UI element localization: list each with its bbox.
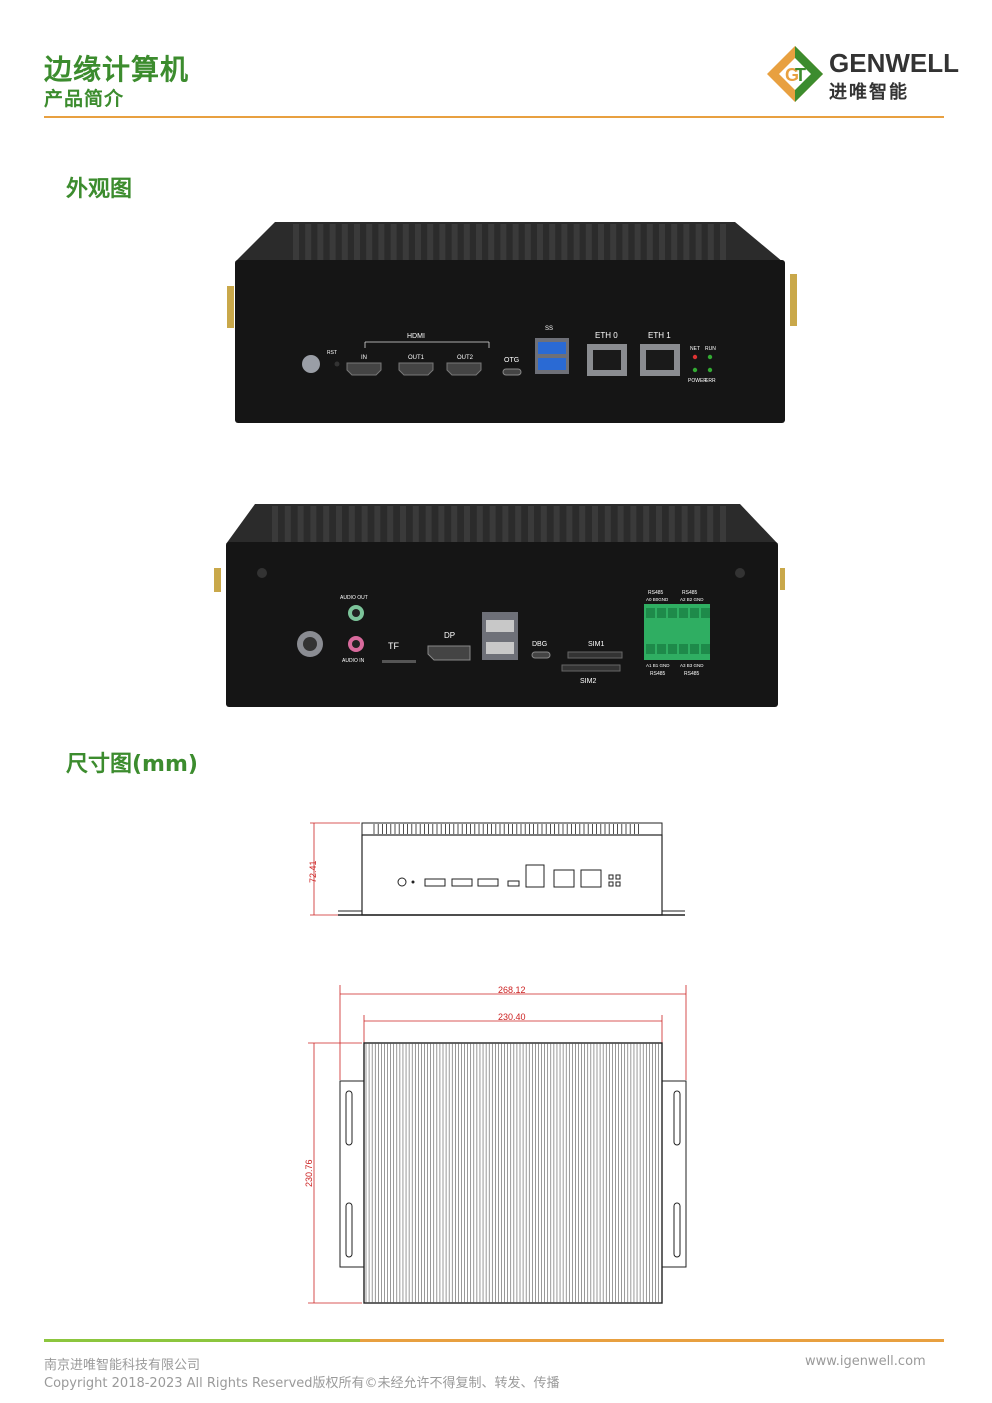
header-divider: [44, 116, 944, 118]
dim-height-label: 72.41: [308, 860, 318, 883]
led-power: [692, 367, 698, 373]
rs485-pins-bottom-right: A3 B3 GND: [680, 663, 704, 668]
led-net: [692, 354, 698, 360]
section-title-dimensions: 尺寸图(mm): [66, 752, 198, 777]
hdmi-in-label: IN: [361, 355, 367, 361]
top-view-drawing: 268.12 230.40 230.76: [304, 985, 687, 1304]
eth1-label: ETH 1: [648, 331, 671, 340]
sim2-slot: [561, 664, 621, 672]
sim1-label: SIM1: [588, 641, 604, 648]
logo-mark-icon: G T: [767, 46, 823, 102]
document-subtitle: 产品简介: [44, 88, 125, 110]
footer-divider-green: [44, 1339, 360, 1342]
led-err-label: ERR: [705, 378, 716, 384]
dim-overall-width-label: 268.12: [498, 985, 526, 995]
rear-panel-photo: AUDIO OUT AUDIO IN TF DP DBG SIM1 SIM2 R…: [214, 504, 785, 707]
led-power-label: POWER: [688, 378, 707, 384]
rs485-pins-top-right: A2 B2 GND: [680, 597, 704, 602]
svg-text:T: T: [795, 65, 806, 85]
hdmi-out2-label: OUT2: [457, 355, 474, 361]
footer-company: 南京进唯智能科技有限公司: [44, 1358, 201, 1373]
hdmi-out1-port: [398, 362, 434, 376]
footer-website[interactable]: www.igenwell.com: [805, 1354, 926, 1369]
tf-slot: [382, 660, 416, 663]
svg-text:G: G: [785, 65, 799, 85]
eth0-label: ETH 0: [595, 331, 618, 340]
dp-port: [427, 645, 471, 661]
hdmi-out1-label: OUT1: [408, 355, 425, 361]
dbg-label: DBG: [532, 641, 547, 648]
led-net-label: NET: [690, 346, 700, 352]
drawing-fins: [373, 824, 640, 834]
rs485-bottom-left-label: RS485: [650, 671, 666, 677]
antenna-right-rear: [780, 568, 785, 590]
led-err: [707, 367, 713, 373]
led-run: [707, 354, 713, 360]
dim-depth-label: 230.76: [304, 1159, 314, 1187]
tf-label: TF: [388, 641, 399, 651]
rst-label: RST: [327, 350, 337, 356]
document-title: 边缘计算机: [44, 53, 190, 86]
logo-text-cn: 进唯智能: [829, 82, 909, 103]
front-panel-photo: RST HDMI IN OUT1 OUT2 OTG SS ETH 0 ETH 1…: [227, 222, 797, 423]
hdmi-group-label: HDMI: [407, 333, 425, 340]
usb3-label: SS: [545, 326, 553, 332]
genwell-logo: G T GENWELL 进唯智能: [765, 44, 959, 104]
hdmi-out2-port: [446, 362, 482, 376]
antenna-left-rear: [214, 568, 221, 592]
sim1-slot: [567, 651, 623, 659]
led-run-label: RUN: [705, 346, 716, 352]
heatsink-fins: [293, 224, 726, 260]
section-title-appearance: 外观图: [66, 177, 133, 202]
dbg-port: [531, 651, 551, 659]
antenna-left: [227, 286, 234, 328]
rs485-bottom-right-label: RS485: [684, 671, 700, 677]
otg-label: OTG: [504, 357, 519, 364]
rs485-pins-bottom-left: A1 B1 GND: [646, 663, 670, 668]
rs485-top-left-label: RS485: [648, 590, 664, 596]
audio-in-label: AUDIO IN: [342, 658, 365, 664]
rs485-top-right-label: RS485: [682, 590, 698, 596]
rs485-pins-top-left: A0 B0GND: [646, 597, 669, 602]
sim2-label: SIM2: [580, 678, 596, 685]
dp-label: DP: [444, 631, 455, 640]
antenna-right: [790, 274, 797, 326]
logo-text-en: GENWELL: [829, 48, 959, 78]
topview-fins: [365, 1043, 659, 1303]
front-elevation-drawing: 72.41: [308, 822, 685, 916]
footer-copyright: Copyright 2018-2023 All Rights Reserved版…: [44, 1376, 560, 1391]
power-button-icon: [302, 355, 320, 373]
dim-body-width-label: 230.40: [498, 1012, 526, 1022]
footer-divider-orange: [360, 1339, 944, 1342]
hdmi-in-port: [346, 362, 382, 376]
reset-hole: [334, 361, 340, 367]
heatsink-fins-rear: [272, 506, 726, 542]
audio-out-label: AUDIO OUT: [340, 595, 368, 601]
otg-port: [502, 368, 522, 376]
